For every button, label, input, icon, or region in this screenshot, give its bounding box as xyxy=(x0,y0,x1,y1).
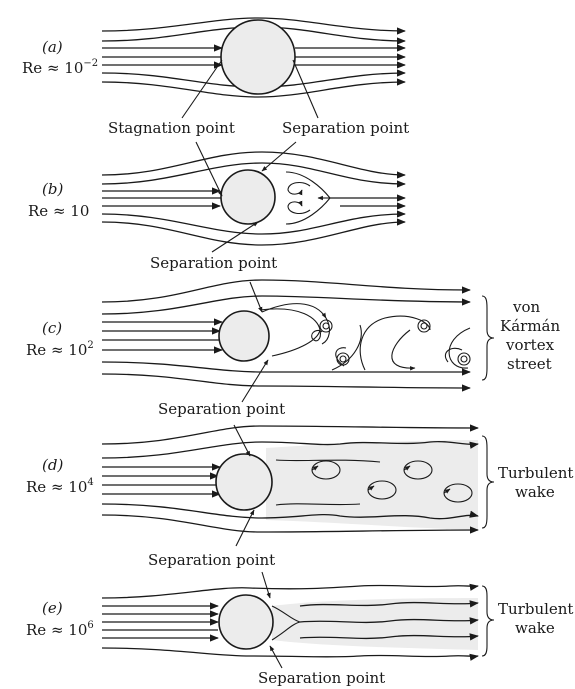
panel-c-letter: (c) xyxy=(42,319,62,337)
panel-d-cylinder xyxy=(216,454,272,510)
panel-a-separation-pointer xyxy=(293,60,318,118)
panel-b-lower-separation-pointer xyxy=(212,222,258,252)
panel-a-reynolds: Re ≈ 10−2 xyxy=(22,58,98,77)
vortex-street-line-3: vortex xyxy=(505,336,555,354)
panel-a-cylinder xyxy=(221,20,295,94)
panel-d-wake-label: wake xyxy=(515,483,555,501)
vortex-street-line-4: street xyxy=(507,355,552,373)
panel-d-separation-point-label: Separation point xyxy=(148,551,275,569)
panel-b-letter: (b) xyxy=(42,180,63,198)
panel-c-separation-point-label: Separation point xyxy=(158,400,285,418)
panel-b-separation-point-label: Separation point xyxy=(150,254,277,272)
panel-a: (a) Re ≈ 10−2 Stagnation point Separatio… xyxy=(22,18,409,137)
panel-b-upper-separation-pointer xyxy=(262,142,296,171)
panel-d-turbulent-label: Turbulent xyxy=(498,464,573,482)
panel-d-reynolds: Re ≈ 104 xyxy=(26,477,94,496)
panel-e-letter: (e) xyxy=(42,599,63,617)
panel-c-cylinder xyxy=(219,311,269,361)
panel-c-streamlines xyxy=(102,280,470,388)
vortex-street-line-2: Kármán xyxy=(500,317,560,335)
panel-b: (b) Re ≈ 10 Separation point xyxy=(28,142,405,272)
panel-d: (d) Re ≈ 104 Separation point xyxy=(26,425,573,569)
panel-e-brace xyxy=(482,586,494,656)
panel-e-lower-separation-pointer xyxy=(270,646,282,668)
panel-d-upper-separation-pointer xyxy=(234,425,250,456)
panel-c-lower-separation-pointer xyxy=(242,360,268,402)
panel-d-lower-separation-pointer xyxy=(236,510,254,546)
panel-b-cylinder xyxy=(221,170,275,224)
panel-b-stagnation-pointer xyxy=(196,142,222,196)
panel-e-turbulent-label: Turbulent xyxy=(498,600,573,618)
panel-e: (e) Re ≈ 106 Separation point Turbulent … xyxy=(26,572,573,687)
panel-d-brace xyxy=(482,436,494,528)
panel-a-letter: (a) xyxy=(42,38,63,56)
panel-e-cylinder xyxy=(219,595,273,649)
panel-e-reynolds: Re ≈ 106 xyxy=(26,620,94,639)
panel-c: (c) Re ≈ 102 xyxy=(26,280,560,418)
panel-e-separation-point-label: Separation point xyxy=(258,669,385,687)
panel-b-reynolds: Re ≈ 10 xyxy=(28,202,89,220)
stagnation-point-label: Stagnation point xyxy=(108,119,235,137)
panel-a-separation-point-label: Separation point xyxy=(282,119,409,137)
panel-d-letter: (d) xyxy=(42,456,63,474)
vortex-street-line-1: von xyxy=(512,298,541,316)
panel-e-upper-separation-pointer xyxy=(262,572,270,598)
panel-c-brace xyxy=(482,296,494,380)
panel-c-reynolds: Re ≈ 102 xyxy=(26,340,94,359)
panel-e-wake-label: wake xyxy=(515,619,555,637)
